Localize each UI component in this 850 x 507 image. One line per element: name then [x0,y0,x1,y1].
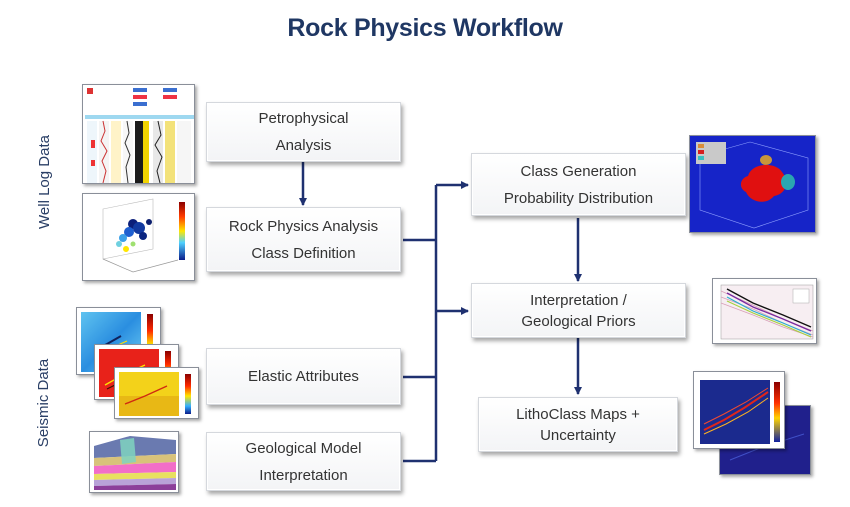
box-line: LithoClass Maps + [516,405,640,423]
rock-physics-analysis-box: Rock Physics Analysis Class Definition [206,207,401,272]
box-line: Rock Physics Analysis [228,217,379,235]
box-line: Petrophysical [258,110,349,127]
box-line: Elastic Attributes [248,368,359,385]
geological-model-box: Geological Model Interpretation [206,432,401,491]
elastic-attributes-box: Elastic Attributes [206,348,401,405]
lithoclass-map-thumbnail [693,371,785,449]
petrophysical-analysis-box: Petrophysical Analysis [206,102,401,162]
class-generation-box: Class Generation Probability Distributio… [471,153,686,216]
lithoclass-maps-box: LithoClass Maps + Uncertainty [478,397,678,452]
crossplot-3d-thumbnail [82,193,195,281]
box-line: Geological Model [245,439,362,457]
box-line: Uncertainty [540,426,616,444]
interpretation-priors-box: Interpretation / Geological Priors [471,283,686,338]
box-line: Analysis [275,137,332,154]
priors-crossplot-thumbnail [712,278,817,344]
box-line: Class Definition [251,244,356,262]
geological-model-thumbnail [89,431,179,493]
box-line: Class Generation [520,162,637,180]
class-pdf-3d-thumbnail [689,135,816,233]
well-log-panel-thumbnail [82,84,195,184]
seismic-attribute-thumbnail [114,367,199,419]
box-line: Interpretation [259,466,348,484]
page-title: Rock Physics Workflow [287,14,563,42]
box-line: Probability Distribution [503,189,654,207]
box-line: Geological Priors [521,312,636,330]
box-line: Interpretation / [530,291,627,309]
